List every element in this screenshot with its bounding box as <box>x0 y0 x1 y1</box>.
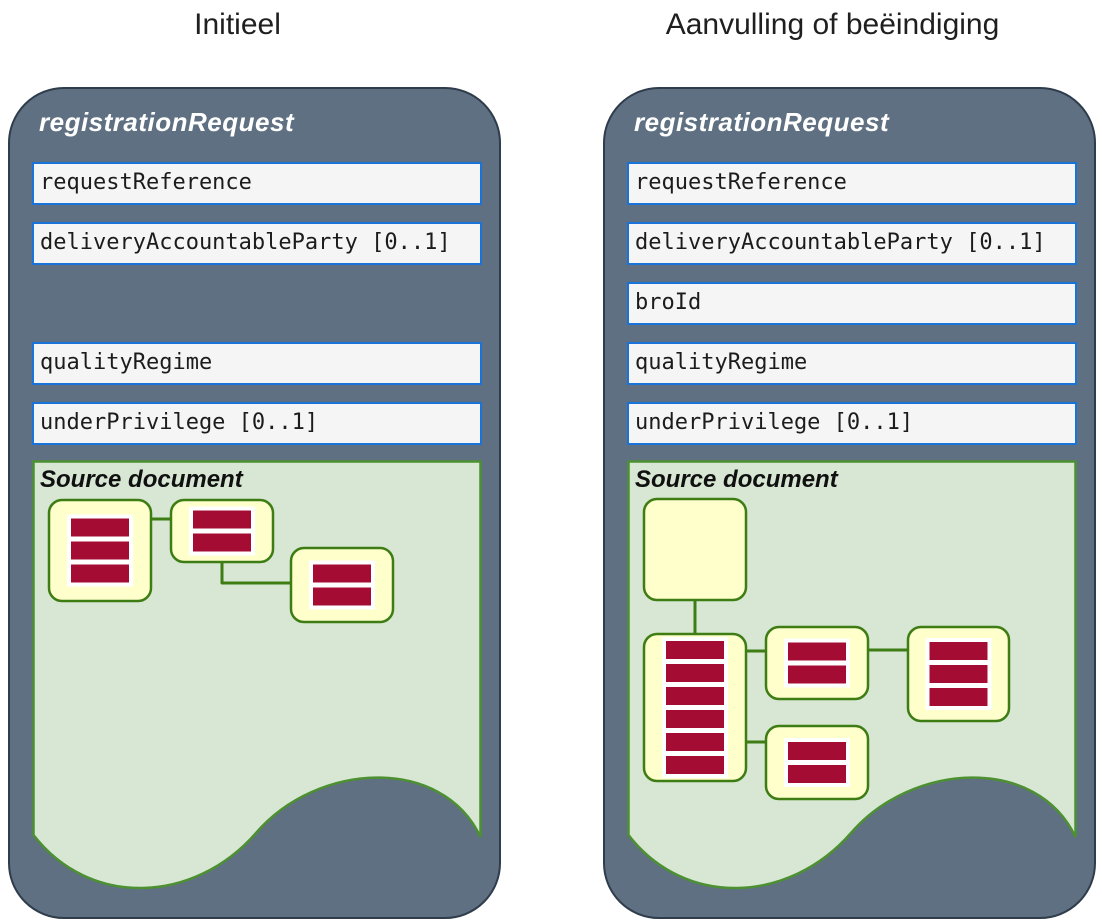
document-text-bar <box>666 733 724 751</box>
document-text-bar <box>929 665 988 683</box>
column-title-initieel: Initieel <box>194 8 281 41</box>
field-box-requestreference: requestReference <box>627 162 1077 205</box>
document-text-bar <box>788 665 846 684</box>
source-document-title: Source document <box>635 466 838 493</box>
document-text-bar <box>71 564 129 583</box>
field-box-underprivilege: underPrivilege [0..1] <box>32 402 482 445</box>
source-document-title: Source document <box>40 466 243 493</box>
source-document-canvas <box>32 460 482 890</box>
source-document-canvas <box>627 460 1077 890</box>
field-box-qualityregime: qualityRegime <box>32 342 482 385</box>
panel-header-registration-request: registrationRequest <box>634 107 890 137</box>
field-box-broid: broId <box>627 282 1077 325</box>
document-text-bar <box>313 587 371 606</box>
document-node <box>642 497 748 602</box>
document-text-bar <box>666 664 724 682</box>
field-box-deliveryaccountableparty: deliveryAccountableParty [0..1] <box>32 222 482 265</box>
source-document-section: Source document <box>627 460 1079 900</box>
field-box-underprivilege: underPrivilege [0..1] <box>627 402 1077 445</box>
panel-header-registration-request: registrationRequest <box>39 107 295 137</box>
document-text-bar <box>71 518 129 537</box>
field-box-qualityregime: qualityRegime <box>627 342 1077 385</box>
document-connector-line <box>220 562 291 585</box>
document-text-bar <box>193 510 251 529</box>
document-text-bar <box>666 687 724 705</box>
field-box-requestreference: requestReference <box>32 162 482 205</box>
field-box-deliveryaccountableparty: deliveryAccountableParty [0..1] <box>627 222 1077 265</box>
document-text-backing <box>662 637 728 778</box>
document-text-bar <box>788 765 846 783</box>
column-title-aanvulling: Aanvulling of beëindiging <box>665 8 1000 41</box>
document-text-bar <box>666 756 724 774</box>
panel-initieel: registrationRequest requestReference deli… <box>8 87 501 919</box>
source-document-section: Source document <box>32 460 484 900</box>
document-text-bar <box>193 533 251 552</box>
document-text-bar <box>71 541 129 560</box>
document-text-bar <box>313 564 371 583</box>
document-text-bar <box>666 641 724 659</box>
document-text-bar <box>929 688 988 706</box>
document-text-bar <box>788 742 846 760</box>
document-text-bar <box>929 642 988 660</box>
document-text-bar <box>666 710 724 728</box>
panel-aanvulling: registrationRequest requestReference deli… <box>603 87 1096 919</box>
document-text-bar <box>788 642 846 661</box>
